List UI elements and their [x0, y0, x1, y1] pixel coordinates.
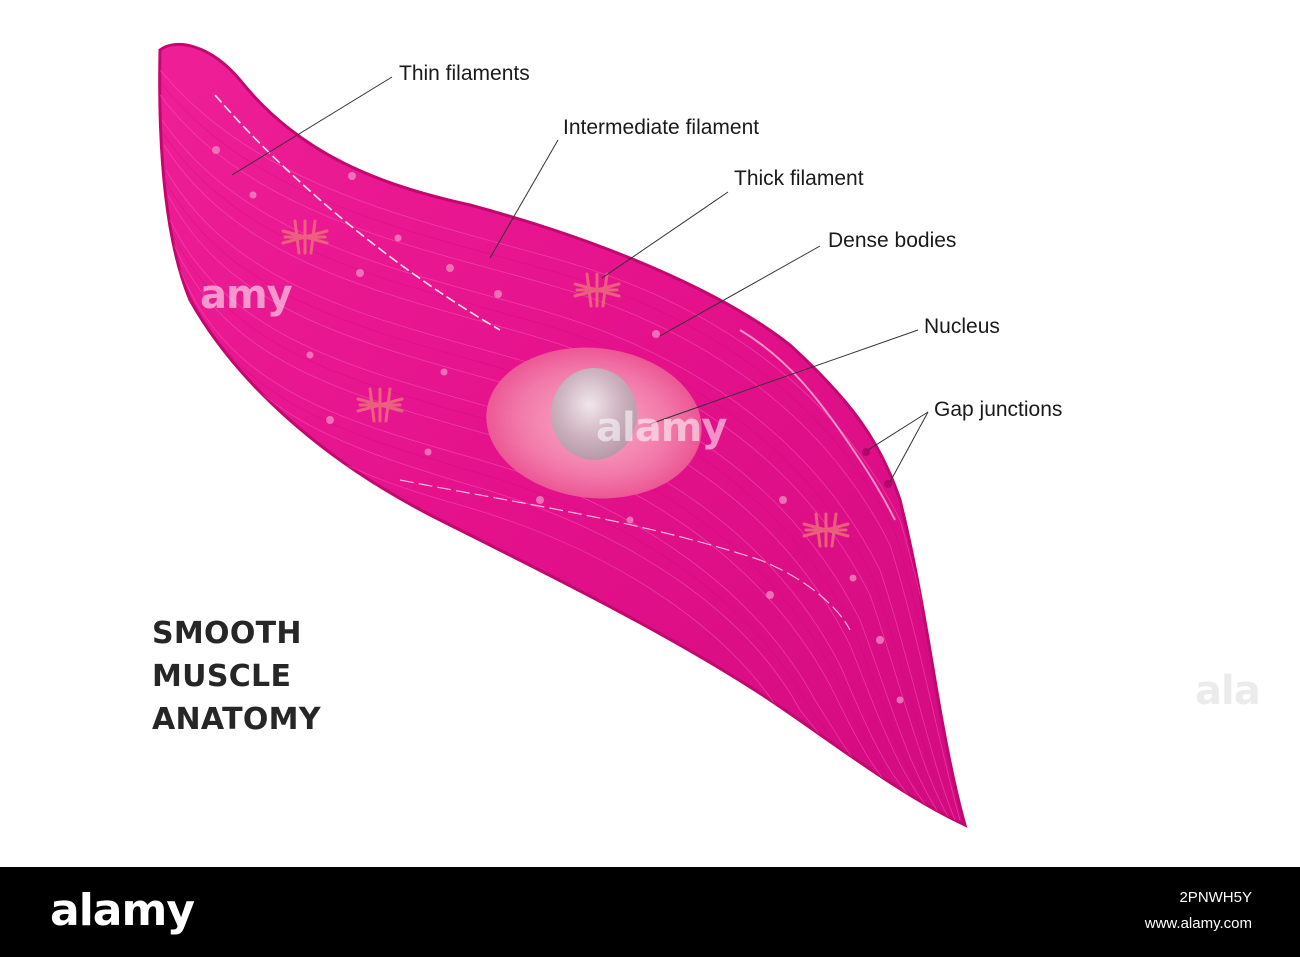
- watermark-center: alamy: [596, 405, 727, 451]
- diagram-title: SMOOTH MUSCLE ANATOMY: [152, 612, 321, 741]
- label-thin-filaments: Thin filaments: [399, 62, 530, 85]
- watermark-right: ala: [1195, 668, 1261, 714]
- leader-lines: [231, 76, 929, 483]
- label-thick-filament: Thick filament: [734, 167, 864, 190]
- image-id: 2PNWH5Y: [1179, 889, 1252, 906]
- leader-thin-filaments: [231, 76, 393, 176]
- label-dense-bodies: Dense bodies: [828, 229, 957, 252]
- title-line-3: ANATOMY: [152, 702, 321, 737]
- label-nucleus: Nucleus: [924, 315, 1000, 338]
- nucleus-inner: [551, 368, 637, 460]
- title-line-2: MUSCLE: [152, 659, 292, 694]
- smooth-muscle-cell-illustration: [158, 42, 968, 828]
- diagram-canvas: amy alamy ala Thin filaments Intermediat…: [152, 42, 1261, 828]
- leader-intermediate-filament: [489, 139, 559, 259]
- leader-gap-junction-2: [889, 411, 929, 483]
- leader-gap-junction-1: [867, 411, 929, 451]
- label-intermediate-filament: Intermediate filament: [563, 116, 760, 139]
- thick-filament-bundles: [281, 219, 850, 548]
- label-gap-junctions: Gap junctions: [934, 398, 1063, 421]
- watermark-left: amy: [200, 272, 293, 318]
- leader-nucleus: [649, 329, 919, 425]
- site-reference: www.alamy.com: [1144, 915, 1252, 932]
- intermediate-filament-line: [214, 94, 501, 331]
- title-line-1: SMOOTH: [152, 616, 302, 651]
- leader-thick-filament: [601, 191, 729, 279]
- alamy-logo: alamy: [50, 885, 195, 936]
- leader-dense-bodies: [659, 245, 821, 337]
- footer-bar: alamy 2PNWH5Y www.alamy.com: [0, 867, 1300, 957]
